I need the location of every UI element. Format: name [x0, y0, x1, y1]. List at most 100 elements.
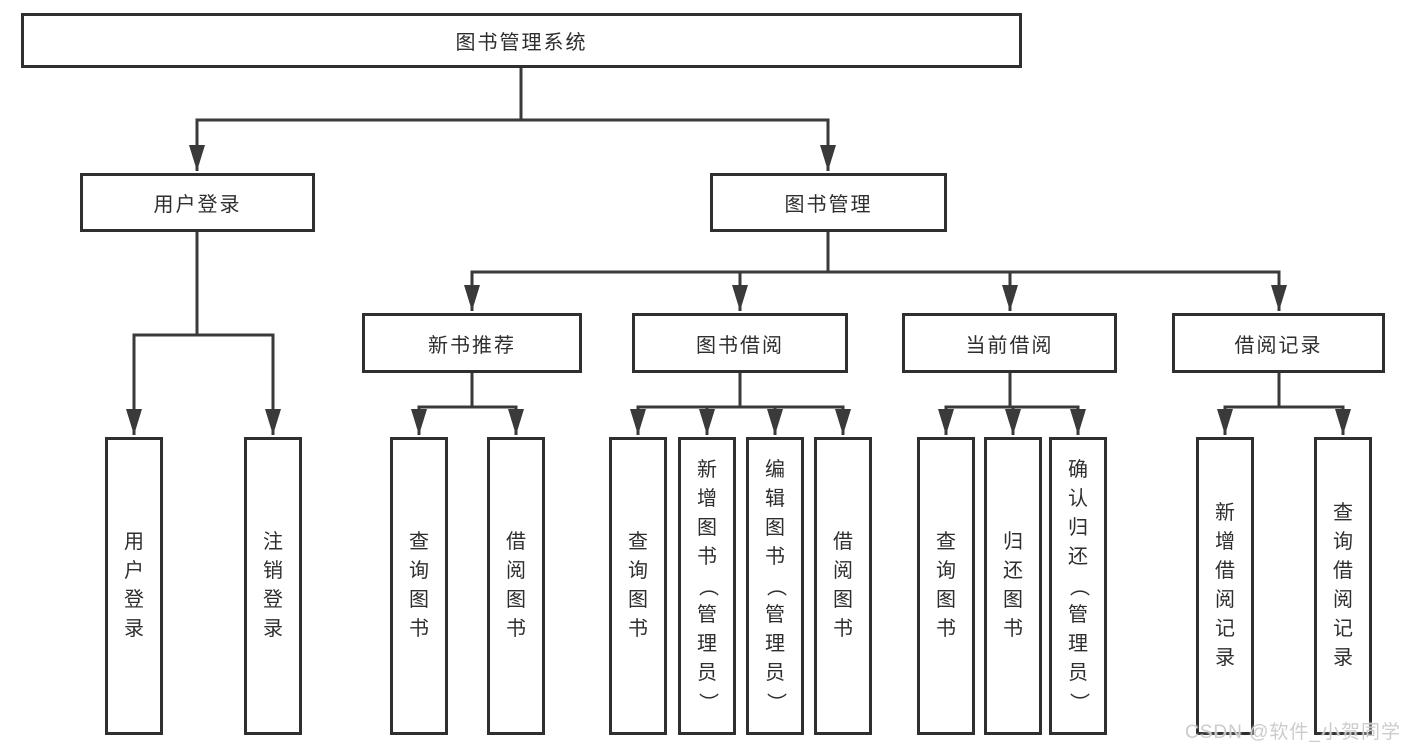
leaf-label-char: 还 — [1003, 560, 1023, 582]
leaf-label-char: 增 — [1215, 531, 1235, 553]
leaf-label-char: 录 — [263, 618, 283, 640]
leaf-logout: 注销登录 — [244, 437, 302, 735]
leaf-label-char: 书 — [409, 618, 429, 640]
leaf-user-login: 用户登录 — [105, 437, 163, 735]
node-borrow-records: 借阅记录 — [1172, 313, 1385, 373]
leaf-label-char: 书 — [1003, 618, 1023, 640]
leaf-label-char: 书 — [833, 618, 853, 640]
leaf-label-char: 书 — [506, 618, 526, 640]
leaf-label-char: 员 — [1068, 661, 1088, 684]
leaf-label-char: 辑 — [765, 487, 785, 510]
leaf-label: 编辑图书 （ 管理员 ） — [765, 456, 787, 717]
leaf-label-char: 新 — [1215, 502, 1235, 524]
leaf-label-char: 书 — [697, 545, 717, 568]
leaf-label: 用户登录 — [124, 528, 144, 644]
leaf-label-char: 阅 — [1215, 589, 1235, 611]
leaf-label-char: 图 — [1003, 589, 1023, 611]
leaf-label-char: 新 — [697, 458, 717, 481]
leaf-label-char: 销 — [263, 560, 283, 582]
leaf-label-char: 图 — [697, 516, 717, 539]
leaf-label-char: 员 — [697, 661, 717, 684]
leaf-label-char: 查 — [628, 531, 648, 553]
leaf-label: 查询图书 — [936, 528, 956, 644]
leaf-label-char: ） — [1067, 692, 1090, 712]
leaf-label-char: 阅 — [1333, 589, 1353, 611]
leaf-current-query-books: 查询图书 — [917, 437, 975, 735]
node-root-system: 图书管理系统 — [21, 13, 1022, 68]
leaf-label-char: 员 — [765, 661, 785, 684]
leaf-label-char: 书 — [628, 618, 648, 640]
leaf-label-char: 阅 — [506, 560, 526, 582]
leaf-label-char: 借 — [1215, 560, 1235, 582]
node-book-management: 图书管理 — [710, 173, 947, 232]
leaf-current-confirm-return-admin: 确认归还（管理员） — [1049, 437, 1107, 735]
leaf-label-char: 图 — [409, 589, 429, 611]
leaf-label-char: （ — [1067, 576, 1090, 596]
leaf-borrow-add-books-admin: 新增图书（管理员） — [678, 437, 736, 735]
leaf-label-char: 借 — [833, 531, 853, 553]
leaf-newrec-query-books: 查询图书 — [390, 437, 448, 735]
leaf-label-char: 录 — [124, 618, 144, 640]
leaf-label-char: 编 — [765, 458, 785, 481]
leaf-label-char: 书 — [765, 545, 785, 568]
leaf-label-char: 归 — [1068, 516, 1088, 539]
leaf-label-char: ） — [696, 692, 719, 712]
leaf-label: 新增借阅记录 — [1215, 499, 1235, 673]
leaf-borrow-borrow-books: 借阅图书 — [814, 437, 872, 735]
leaf-borrow-query-books: 查询图书 — [609, 437, 667, 735]
leaf-label-char: 询 — [628, 560, 648, 582]
leaf-newrec-borrow-books: 借阅图书 — [487, 437, 545, 735]
leaf-label-char: 图 — [765, 516, 785, 539]
leaf-label-char: 用 — [124, 531, 144, 553]
leaf-label: 借阅图书 — [506, 528, 526, 644]
leaf-label-char: 理 — [765, 632, 785, 655]
leaf-label-char: 书 — [936, 618, 956, 640]
leaf-label-char: 图 — [833, 589, 853, 611]
leaf-label-char: 图 — [628, 589, 648, 611]
leaf-label-char: 图 — [506, 589, 526, 611]
leaf-label-char: 查 — [409, 531, 429, 553]
leaf-label: 查询图书 — [409, 528, 429, 644]
leaf-label-char: 归 — [1003, 531, 1023, 553]
leaf-label: 查询图书 — [628, 528, 648, 644]
leaf-label-char: 借 — [506, 531, 526, 553]
leaf-label-char: （ — [764, 576, 787, 596]
leaf-label: 查询借阅记录 — [1333, 499, 1353, 673]
leaf-label-char: 管 — [697, 603, 717, 626]
leaf-label: 归还图书 — [1003, 528, 1023, 644]
leaf-current-return-books: 归还图书 — [984, 437, 1042, 735]
leaf-label-char: 询 — [409, 560, 429, 582]
leaf-label-char: ） — [764, 692, 787, 712]
leaf-label-char: 借 — [1333, 560, 1353, 582]
leaf-label-char: 理 — [1068, 632, 1088, 655]
leaf-label-char: 图 — [936, 589, 956, 611]
leaf-label: 注销登录 — [263, 528, 283, 644]
leaf-label-char: 还 — [1068, 545, 1088, 568]
leaf-label-char: 登 — [124, 589, 144, 611]
leaf-label-char: 录 — [1215, 647, 1235, 669]
node-current-borrow: 当前借阅 — [902, 313, 1117, 373]
leaf-label: 确认归还（管理员） — [1068, 456, 1090, 717]
leaf-borrow-edit-books-admin: 编辑图书 （ 管理员 ） — [746, 437, 804, 735]
leaf-label-char: 户 — [124, 560, 144, 582]
leaf-label-char: 登 — [263, 589, 283, 611]
csdn-watermark: CSDN @软件_小贺同学 — [1185, 722, 1401, 743]
leaf-label-char: 管 — [765, 603, 785, 626]
leaf-records-add-record: 新增借阅记录 — [1196, 437, 1254, 735]
leaf-label-char: 认 — [1068, 487, 1088, 510]
leaf-label: 借阅图书 — [833, 528, 853, 644]
leaf-label-char: 询 — [1333, 531, 1353, 553]
leaf-label-char: 注 — [263, 531, 283, 553]
leaf-label-char: 理 — [697, 632, 717, 655]
node-book-borrow: 图书借阅 — [632, 313, 848, 373]
leaf-records-query-record: 查询借阅记录 — [1314, 437, 1372, 735]
leaf-label: 新增图书（管理员） — [697, 456, 719, 717]
leaf-label-char: 增 — [697, 487, 717, 510]
leaf-label-char: 查 — [936, 531, 956, 553]
leaf-label-char: 录 — [1333, 647, 1353, 669]
node-user-login: 用户登录 — [80, 173, 315, 232]
node-new-book-recommend: 新书推荐 — [362, 313, 582, 373]
leaf-label-char: 查 — [1333, 502, 1353, 524]
